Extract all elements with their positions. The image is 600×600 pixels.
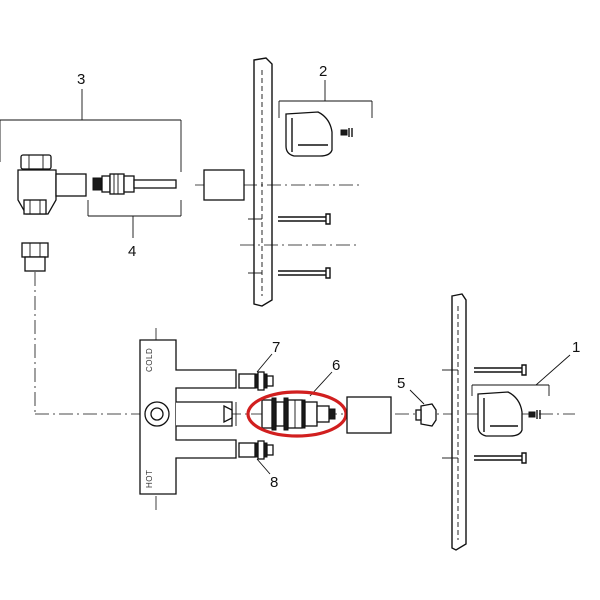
callout-3-bracket bbox=[0, 89, 182, 172]
callout-5: 5 bbox=[397, 375, 405, 392]
callout-1-bracket bbox=[471, 354, 571, 396]
lower-handle-knob bbox=[477, 391, 523, 437]
callout-7-leader bbox=[256, 353, 273, 373]
callout-2: 2 bbox=[319, 63, 327, 80]
angle-valve-body bbox=[17, 154, 87, 215]
body-connector bbox=[223, 404, 233, 424]
lower-sleeve bbox=[346, 396, 392, 434]
check-valve-hot bbox=[238, 440, 274, 460]
callout-3: 3 bbox=[77, 71, 85, 88]
callout-4: 4 bbox=[128, 243, 136, 260]
lower-wall-panel bbox=[451, 293, 467, 551]
adapter-piece bbox=[415, 403, 437, 427]
lower-screw-bottom bbox=[442, 452, 527, 464]
lower-screw-top bbox=[442, 364, 527, 376]
callout-7: 7 bbox=[272, 339, 280, 356]
valve-cartridge-stem bbox=[92, 173, 177, 195]
connector-nut bbox=[21, 242, 49, 272]
thermostatic-cartridge bbox=[261, 397, 336, 431]
upper-wall-panel bbox=[253, 57, 273, 307]
callout-6: 6 bbox=[332, 357, 340, 374]
callout-5-leader bbox=[409, 389, 425, 405]
cold-label: COLD bbox=[145, 348, 154, 372]
callout-8: 8 bbox=[270, 474, 278, 491]
callout-4-bracket bbox=[87, 200, 182, 238]
check-valve-cold bbox=[238, 371, 274, 391]
callout-2-bracket bbox=[278, 80, 373, 118]
upper-sleeve bbox=[203, 169, 245, 201]
mixing-valve-body bbox=[139, 339, 237, 495]
hot-label: HOT bbox=[145, 470, 154, 488]
callout-8-leader bbox=[256, 458, 271, 475]
upper-handle-screw bbox=[340, 128, 353, 137]
highlight-ellipse bbox=[246, 390, 348, 438]
upper-handle-knob bbox=[285, 111, 333, 157]
callout-1: 1 bbox=[572, 339, 580, 356]
upper-screw-top bbox=[248, 213, 331, 225]
lower-handle-screw bbox=[528, 410, 541, 419]
upper-screw-bottom bbox=[248, 267, 331, 279]
